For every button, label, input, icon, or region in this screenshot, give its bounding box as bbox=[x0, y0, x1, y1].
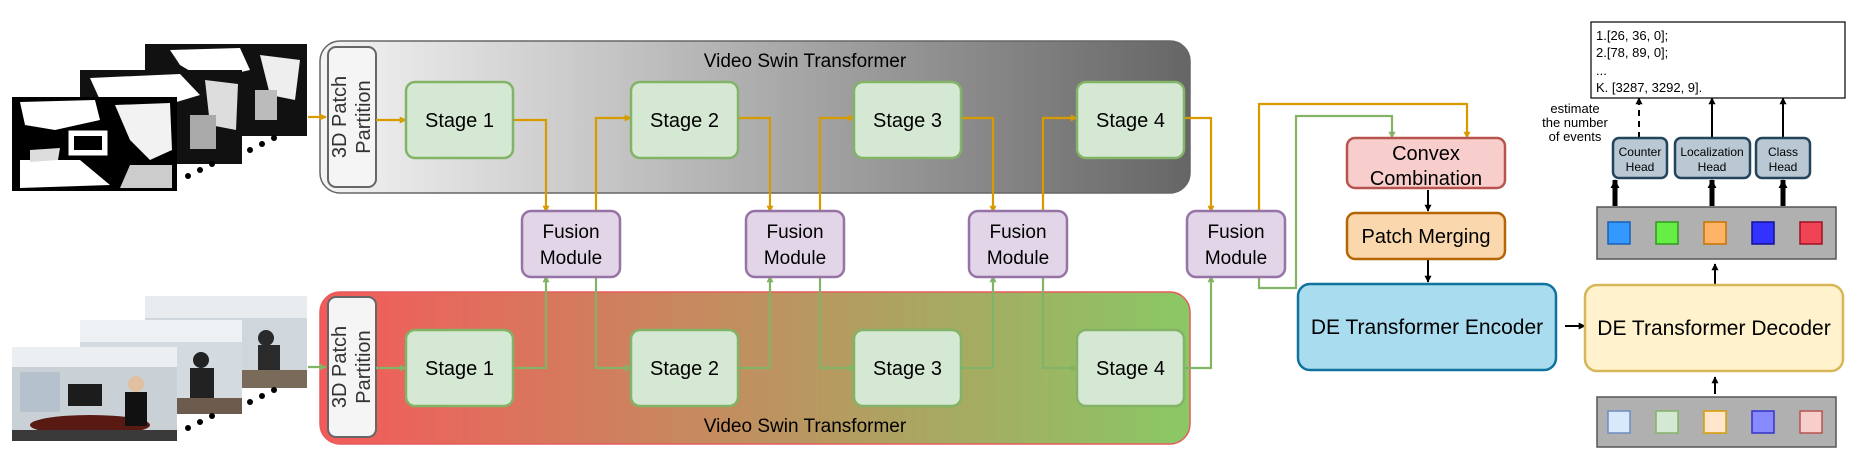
bottom-stage-label: Stage 4 bbox=[1096, 358, 1165, 380]
depth-input-frames bbox=[12, 44, 307, 191]
bottom-stage-label: Stage 2 bbox=[650, 358, 719, 380]
decoded-tokens-panel bbox=[1596, 206, 1837, 260]
class-head: Class Head bbox=[1754, 136, 1812, 180]
estimate-note: estimate the number of events bbox=[1542, 101, 1608, 144]
rgb-frame-dots bbox=[185, 387, 277, 431]
query-tokens-panel bbox=[1596, 396, 1837, 448]
fusion-line2: Module bbox=[1205, 248, 1267, 269]
estimate-note-line1: estimate bbox=[1550, 101, 1599, 116]
bottom-patch-partition: 3D Patch Partition bbox=[327, 296, 377, 438]
bottom-patch-line2: Partition bbox=[353, 330, 375, 403]
fusion-line2: Module bbox=[987, 248, 1049, 269]
top-swin-title: Video Swin Transformer bbox=[704, 51, 907, 72]
output-list-box: 1.[26, 36, 0]; 2.[78, 89, 0]; ... K. [32… bbox=[1590, 21, 1846, 99]
rgb-input-frames bbox=[12, 296, 307, 441]
rgb-frame-1 bbox=[12, 347, 177, 441]
green-flow bbox=[308, 114, 1396, 372]
bottom-swin-title: Video Swin Transformer bbox=[704, 416, 907, 437]
convex-line2: Combination bbox=[1370, 168, 1482, 190]
bottom-stage-label: Stage 1 bbox=[425, 358, 494, 380]
counter-head-line2: Head bbox=[1626, 160, 1655, 174]
encoder-block: DE Transformer Encoder bbox=[1296, 282, 1558, 372]
top-stage-1: Stage 1 bbox=[404, 80, 515, 160]
fusion-modules: FusionModuleFusionModuleFusionModuleFusi… bbox=[520, 209, 1287, 279]
fusion-line1: Fusion bbox=[542, 222, 599, 243]
bottom-stage-2: Stage 2 bbox=[629, 328, 740, 408]
top-patch-partition: 3D Patch Partition bbox=[327, 46, 377, 188]
patch-merging-label: Patch Merging bbox=[1362, 226, 1491, 248]
top-stage-label: Stage 4 bbox=[1096, 110, 1165, 132]
top-stage-label: Stage 3 bbox=[873, 110, 942, 132]
decoder-block: DE Transformer Decoder bbox=[1583, 283, 1845, 373]
localization-head-line1: Localization bbox=[1680, 145, 1743, 159]
fusion-line2: Module bbox=[764, 248, 826, 269]
fusion-line1: Fusion bbox=[766, 222, 823, 243]
output-line-1: 1.[26, 36, 0]; bbox=[1596, 28, 1668, 43]
fusion-line1: Fusion bbox=[989, 222, 1046, 243]
depth-frame-dots bbox=[185, 135, 277, 179]
output-line-2: 2.[78, 89, 0]; bbox=[1596, 45, 1668, 60]
class-head-line2: Head bbox=[1769, 160, 1798, 174]
fusion-line2: Module bbox=[540, 248, 602, 269]
top-stage-3: Stage 3 bbox=[852, 80, 963, 160]
counter-head-line1: Counter bbox=[1619, 145, 1662, 159]
black-flow bbox=[1424, 97, 1788, 394]
orange-flow bbox=[308, 102, 1471, 213]
top-stage-label: Stage 2 bbox=[650, 110, 719, 132]
encoder-label: DE Transformer Encoder bbox=[1311, 316, 1543, 339]
convex-combination-block: Convex Combination bbox=[1345, 136, 1507, 190]
fusion-line1: Fusion bbox=[1207, 222, 1264, 243]
class-head-line1: Class bbox=[1768, 145, 1798, 159]
estimate-note-line3: of events bbox=[1549, 129, 1602, 144]
top-stage-4: Stage 4 bbox=[1075, 80, 1186, 160]
localization-head: Localization Head bbox=[1673, 136, 1752, 180]
patch-merging-block: Patch Merging bbox=[1345, 211, 1507, 261]
estimate-note-line2: the number bbox=[1542, 115, 1608, 130]
convex-line1: Convex bbox=[1392, 143, 1460, 165]
top-patch-line1: 3D Patch bbox=[329, 76, 351, 158]
bottom-patch-line1: 3D Patch bbox=[329, 326, 351, 408]
depth-frame-1 bbox=[12, 97, 177, 191]
counter-head: Counter Head bbox=[1611, 136, 1669, 180]
top-stages: Stage 1 Stage 2 Stage 3 Stage 4 bbox=[404, 80, 1186, 160]
top-patch-line2: Partition bbox=[353, 80, 375, 153]
top-stage-label: Stage 1 bbox=[425, 110, 494, 132]
bottom-stage-label: Stage 3 bbox=[873, 358, 942, 380]
output-line-4: K. [3287, 3292, 9]. bbox=[1596, 80, 1702, 95]
bottom-stages: Stage 1 Stage 2 Stage 3 Stage 4 bbox=[404, 328, 1186, 408]
output-line-3: ... bbox=[1596, 63, 1607, 78]
bottom-stage-3: Stage 3 bbox=[852, 328, 963, 408]
localization-head-line2: Head bbox=[1698, 160, 1727, 174]
bottom-stage-4: Stage 4 bbox=[1075, 328, 1186, 408]
decoder-label: DE Transformer Decoder bbox=[1597, 317, 1830, 340]
top-stage-2: Stage 2 bbox=[629, 80, 740, 160]
bottom-stage-1: Stage 1 bbox=[404, 328, 515, 408]
